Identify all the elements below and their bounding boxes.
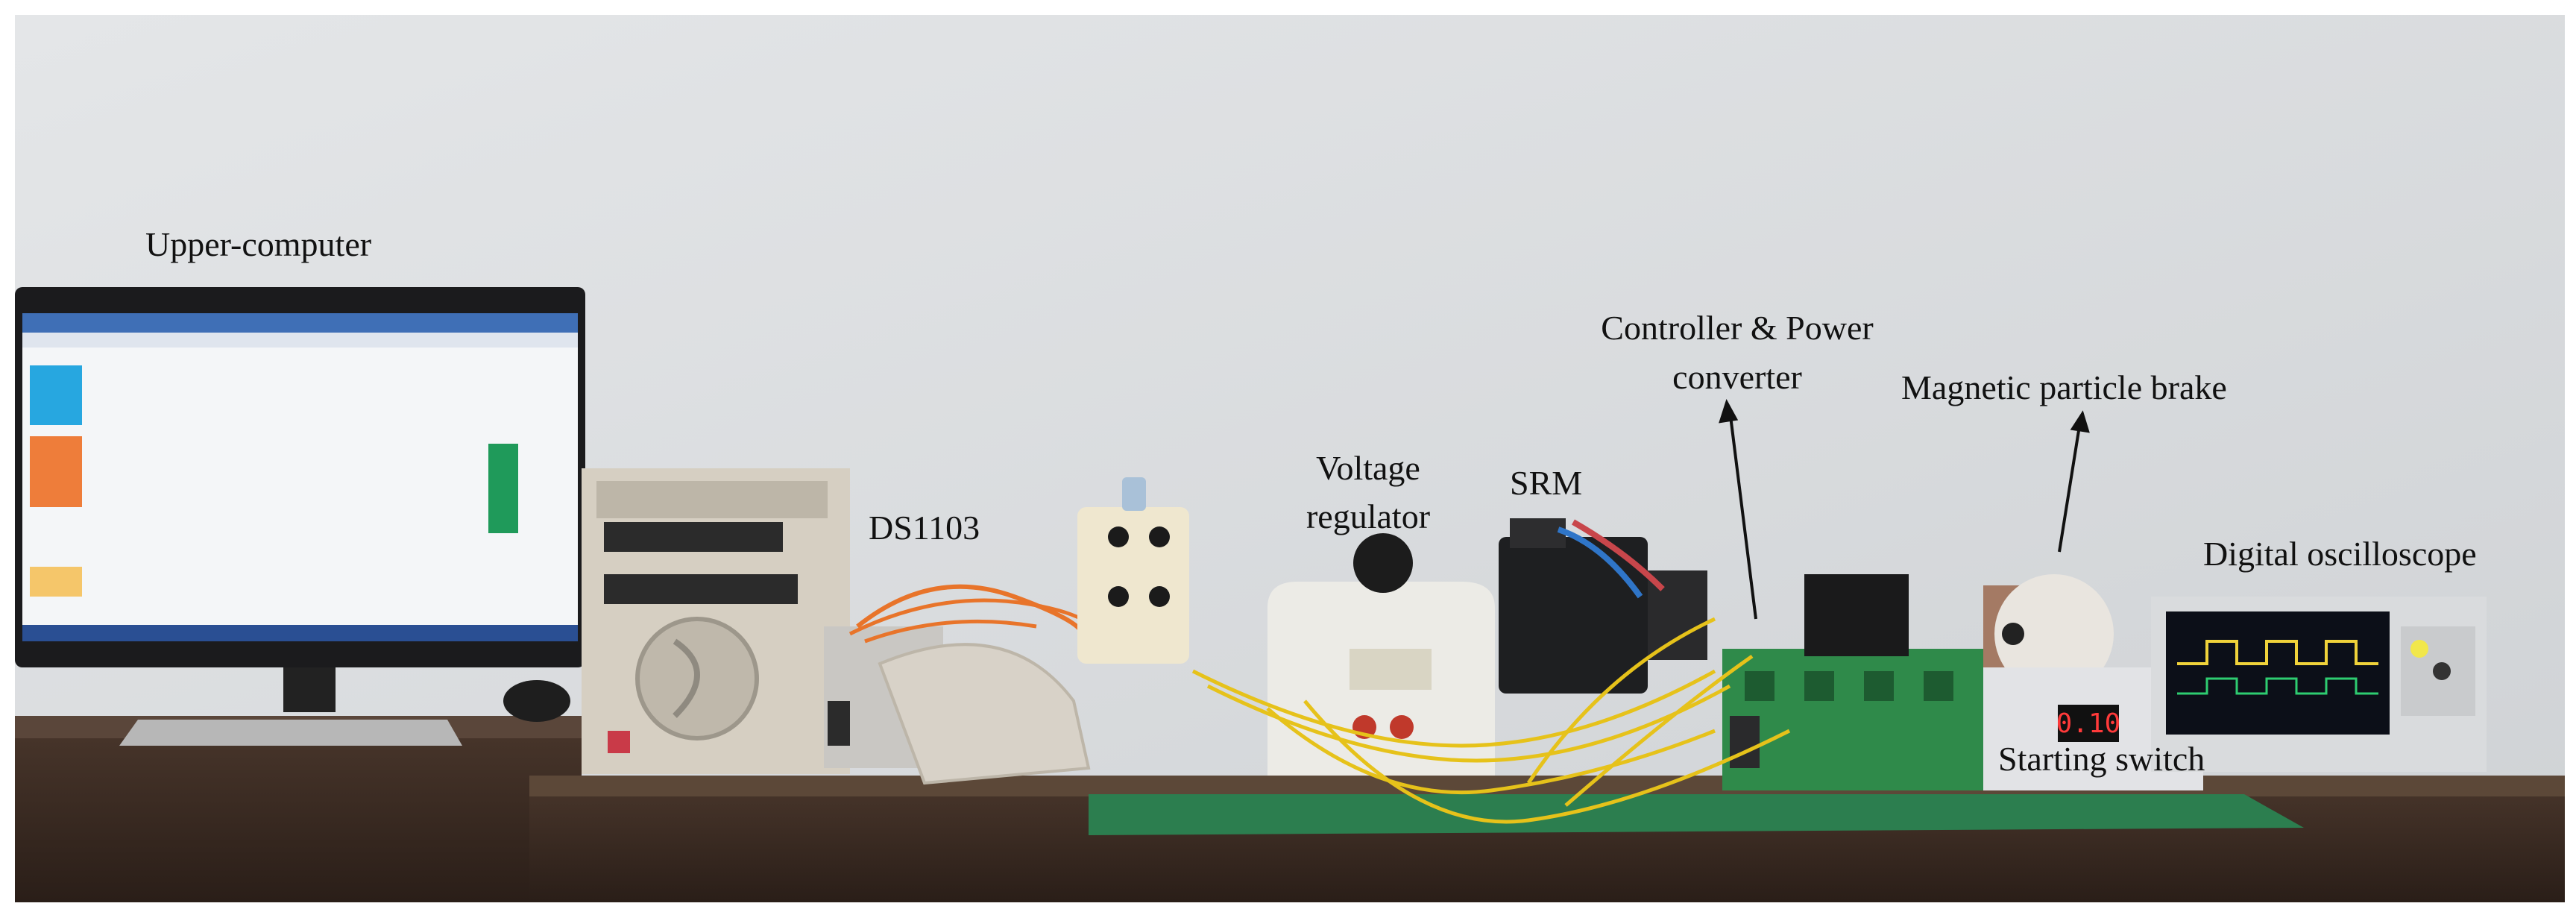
ds1103-label: DS1103 — [869, 509, 980, 547]
voltage-regulator-label-line1: Voltage — [1316, 449, 1420, 487]
green-mat — [1089, 794, 2304, 835]
controller-label-line2: converter — [1672, 358, 1802, 396]
left-desk — [15, 716, 582, 902]
srm-label: SRM — [1510, 464, 1583, 502]
upper-computer-label: Upper-computer — [145, 225, 372, 263]
pc-tower — [582, 468, 850, 774]
controller-label-line1: Controller & Power — [1601, 309, 1874, 347]
oscilloscope — [2151, 597, 2487, 772]
fiber-bundle — [1191, 617, 1791, 824]
srm-motor — [1499, 518, 1707, 694]
sensor-box — [1077, 477, 1189, 664]
oscilloscope-label: Digital oscilloscope — [2203, 535, 2477, 573]
voltage-regulator-label-line2: regulator — [1306, 497, 1431, 535]
brake-readout: 0.10 — [2056, 708, 2121, 739]
controller-pcb — [1722, 574, 2006, 790]
starting-switch-label: Starting switch — [1998, 740, 2205, 778]
brake-label: Magnetic particle brake — [1901, 368, 2227, 406]
monitor — [15, 287, 585, 746]
ribbon-cables — [878, 643, 1091, 785]
annotation-arrows — [1719, 398, 2090, 620]
voltage-regulator — [1267, 533, 1495, 776]
